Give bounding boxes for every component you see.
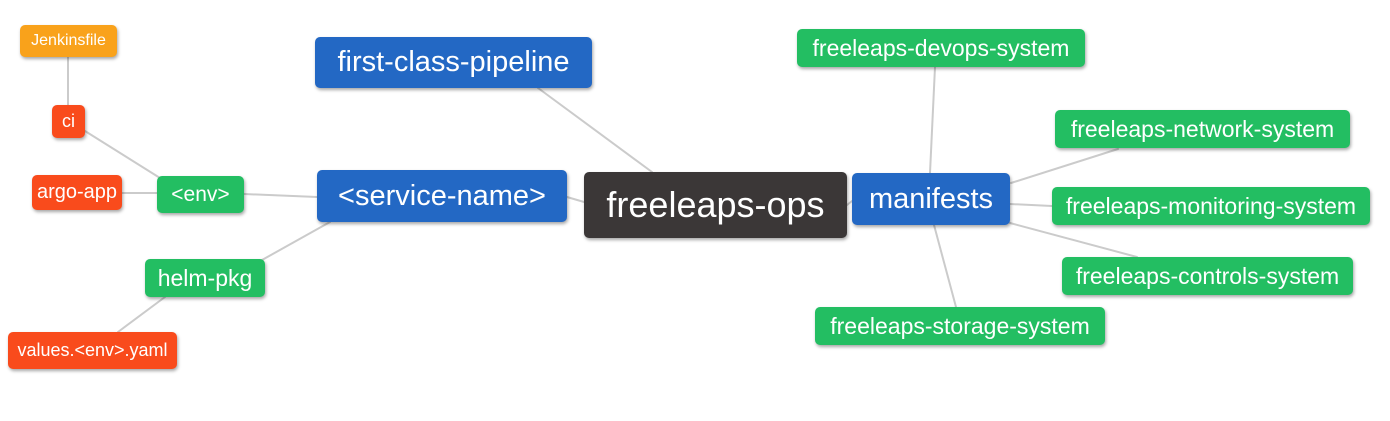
node-freeleaps-network-system[interactable]: freeleaps-network-system — [1055, 110, 1350, 148]
node-ci[interactable]: ci — [52, 105, 85, 138]
edge-manifests-monitoring-system — [1009, 203, 1053, 207]
node-freeleaps-ops[interactable]: freeleaps-ops — [584, 172, 847, 238]
edge-ci-env — [84, 130, 161, 179]
node-values-env-yaml[interactable]: values.<env>.yaml — [8, 332, 177, 369]
edge-first-class-pipeline-ops — [537, 87, 653, 173]
node-jenkinsfile[interactable]: Jenkinsfile — [20, 25, 117, 57]
edge-manifests-network-system — [1010, 148, 1119, 184]
edge-service-name-ops — [566, 196, 585, 203]
edge-service-name-helm-pkg — [261, 221, 331, 261]
node-freeleaps-devops-system[interactable]: freeleaps-devops-system — [797, 29, 1085, 67]
node-argo-app[interactable]: argo-app — [32, 175, 122, 210]
node-freeleaps-monitoring-system[interactable]: freeleaps-monitoring-system — [1052, 187, 1370, 225]
node-first-class-pipeline[interactable]: first-class-pipeline — [315, 37, 592, 88]
node-manifests[interactable]: manifests — [852, 173, 1010, 225]
node-env[interactable]: <env> — [157, 176, 244, 213]
node-freeleaps-storage-system[interactable]: freeleaps-storage-system — [815, 307, 1105, 345]
node-helm-pkg[interactable]: helm-pkg — [145, 259, 265, 297]
node-freeleaps-controls-system[interactable]: freeleaps-controls-system — [1062, 257, 1353, 295]
edge-manifests-devops-system — [929, 66, 936, 174]
edge-manifests-controls-system — [1009, 222, 1138, 258]
edge-ops-manifests — [846, 200, 853, 206]
node-service-name[interactable]: <service-name> — [317, 170, 567, 222]
edge-helm-pkg-values-env-yaml — [117, 296, 166, 333]
edge-manifests-storage-system — [933, 224, 957, 308]
edge-env-service-name — [243, 193, 318, 198]
